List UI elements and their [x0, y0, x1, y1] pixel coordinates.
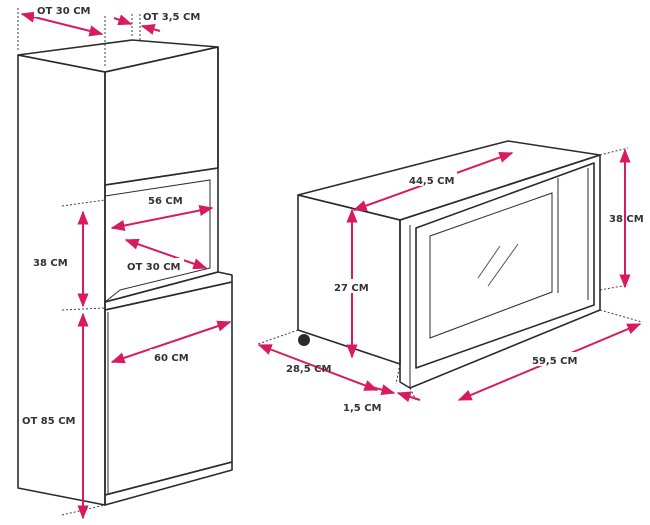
ext-line — [61, 307, 106, 311]
ext-line — [257, 329, 299, 345]
cabinet-upper-door — [104, 46, 219, 186]
microwave-door — [415, 162, 595, 369]
microwave-foot — [298, 334, 310, 346]
niche-inner-floor — [104, 289, 121, 303]
dim-label-frame-thickness: 1,5 СМ — [343, 403, 382, 414]
dim-arrow-cabinet-depth — [20, 11, 104, 37]
cabinet-niche — [104, 167, 219, 303]
dim-arrow-niche-width — [110, 204, 214, 232]
ext-line — [395, 363, 401, 385]
label-bg — [150, 349, 194, 363]
glass-reflection — [487, 243, 519, 287]
dim-label-niche-depth: ОТ 30 СМ — [127, 262, 181, 273]
dim-arrow-cabinet-gap — [113, 14, 133, 26]
dimension-arrows — [20, 11, 642, 520]
dim-arrow-frame-thickness — [367, 384, 396, 396]
dimension-labels: ОТ 30 СМ ОТ 3,5 СМ 56 СМ 38 СМ ОТ 30 СМ … — [22, 3, 644, 427]
dim-arrow-lower-width — [110, 320, 232, 364]
dim-arrow-niche-depth — [124, 238, 208, 270]
cabinet-plinth — [104, 461, 233, 506]
ext-line — [599, 309, 643, 323]
cabinet-side-panel — [17, 54, 106, 506]
dim-arrow-cabinet-gap — [140, 23, 161, 35]
label-bg — [34, 3, 92, 17]
microwave-drawing — [257, 140, 643, 401]
ext-line — [599, 147, 629, 156]
microwave-window — [429, 192, 553, 339]
dim-label-cabinet-gap: ОТ 3,5 СМ — [143, 12, 200, 23]
dim-label-body-depth: 28,5 СМ — [286, 364, 331, 375]
dim-label-floor-height: ОТ 85 СМ — [22, 416, 76, 427]
ext-line — [599, 284, 629, 291]
label-bg — [144, 192, 188, 206]
dim-label-oven-depth: 44,5 СМ — [409, 176, 454, 187]
label-bg — [405, 172, 457, 186]
ext-line — [61, 504, 106, 516]
glass-reflection — [477, 245, 501, 279]
cabinet-shelf — [104, 271, 233, 311]
dim-arrow-body-depth — [257, 344, 379, 391]
dim-label-lower-width: 60 СМ — [154, 353, 189, 364]
dim-label-oven-height: 38 СМ — [609, 214, 644, 225]
dim-label-body-height: 27 СМ — [334, 283, 369, 294]
ext-line — [61, 199, 106, 207]
dim-arrow-frame-thickness — [396, 391, 421, 403]
label-bg — [528, 352, 582, 366]
dim-label-niche-width: 56 СМ — [148, 196, 183, 207]
dim-label-oven-width: 59,5 СМ — [532, 356, 577, 367]
label-bg — [330, 279, 374, 293]
cabinet-top-panel — [17, 39, 219, 73]
dim-label-niche-height: 38 СМ — [33, 258, 68, 269]
cabinet-lower-door — [104, 281, 233, 496]
label-bg — [124, 258, 184, 272]
dim-label-cabinet-depth: ОТ 30 СМ — [37, 6, 91, 17]
